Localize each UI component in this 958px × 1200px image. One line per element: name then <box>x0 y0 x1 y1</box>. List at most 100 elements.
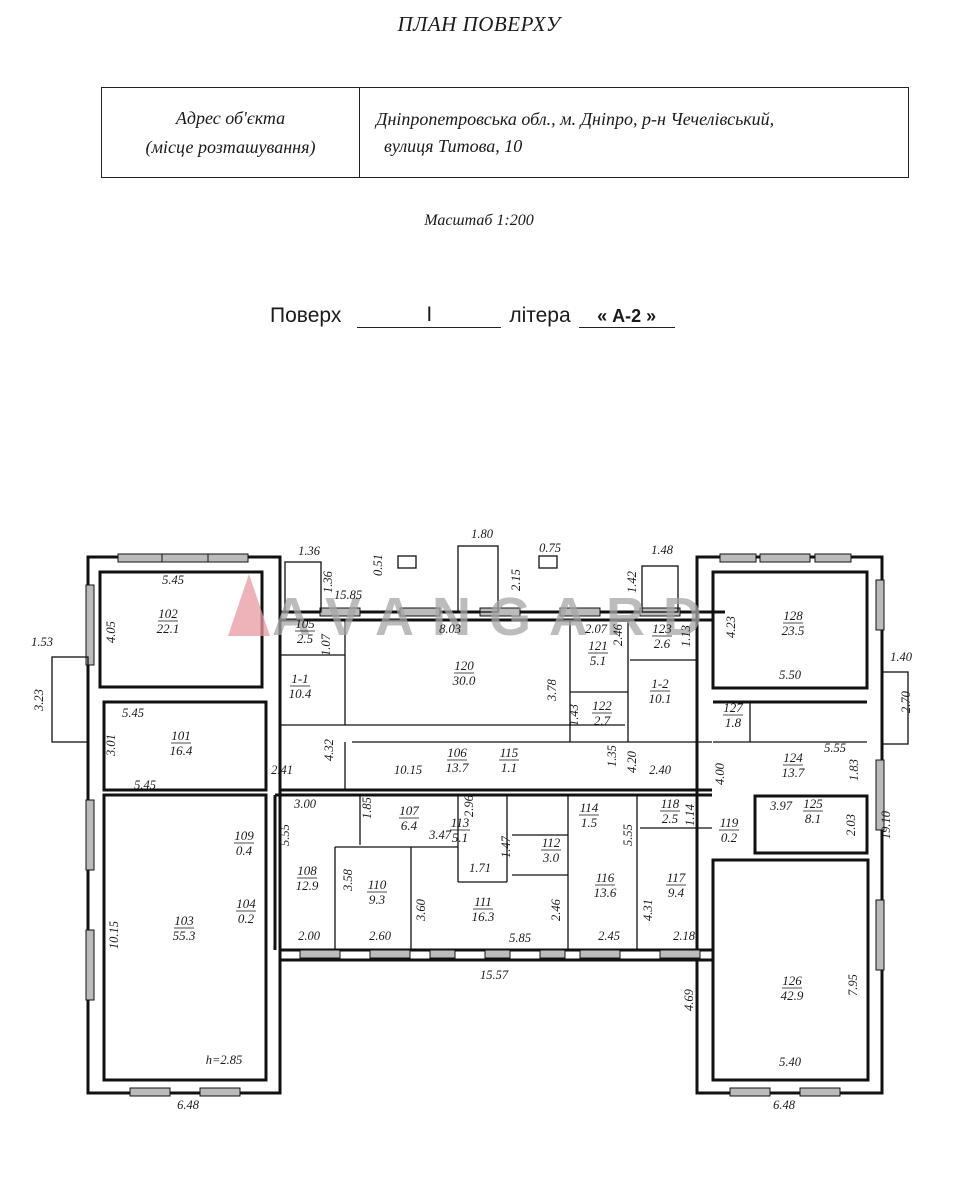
room-number: 110 <box>368 877 387 892</box>
room-number: 112 <box>542 835 561 850</box>
room-number: 119 <box>720 815 739 830</box>
room-number: 113 <box>451 815 470 830</box>
dimension-label: 1.43 <box>567 704 581 726</box>
dimension-label: 1.85 <box>360 797 374 819</box>
letter-label: літера <box>509 304 571 327</box>
address-label-cell: Адрес об'єкта (місце розташування) <box>102 88 360 177</box>
windows <box>85 553 885 1097</box>
dimension-label: 3.00 <box>293 797 317 811</box>
room-area: 10.4 <box>289 686 312 701</box>
room-label: 1-210.1 <box>649 676 672 706</box>
walls <box>86 555 884 1095</box>
dimension-label: 10.15 <box>107 921 121 949</box>
dimension-label: 4.05 <box>104 621 118 643</box>
porches <box>51 545 909 745</box>
dimension-label: 1.36 <box>298 544 321 558</box>
dimension-label: 0.75 <box>539 541 561 555</box>
dimension-label: 6.48 <box>773 1098 796 1112</box>
room-number: 108 <box>297 863 317 878</box>
room-area: 1.8 <box>725 715 742 730</box>
floor-label: Поверх <box>270 304 342 327</box>
dimension-label: 5.40 <box>779 1055 802 1069</box>
room-area: 12.9 <box>296 878 319 893</box>
dimension-label: 5.85 <box>509 931 531 945</box>
room-number: 117 <box>667 870 686 885</box>
dimension-label: 15.57 <box>480 968 509 982</box>
dimension-label: 5.45 <box>134 778 156 792</box>
address-value-cell: Дніпропетровська обл., м. Дніпро, р-н Че… <box>360 88 908 177</box>
room-number: 127 <box>723 700 743 715</box>
room-number: 128 <box>783 608 803 623</box>
dimension-label: 1.36 <box>321 570 335 593</box>
room-number: 101 <box>171 728 191 743</box>
dimension-label: 5.55 <box>824 741 846 755</box>
dimension-label: 1.80 <box>471 527 494 541</box>
room-area: 8.1 <box>805 811 821 826</box>
dimension-label: 10.15 <box>394 763 422 777</box>
dimension-label: h=2.85 <box>206 1053 243 1067</box>
dimension-label: 3.01 <box>104 734 118 757</box>
room-number: 120 <box>454 658 474 673</box>
room-number: 124 <box>783 750 803 765</box>
room-number: 104 <box>236 896 256 911</box>
room-area: 2.6 <box>654 636 671 651</box>
dimension-label: 2.45 <box>598 929 620 943</box>
dimension-label: 4.32 <box>322 739 336 761</box>
dimension-label: 2.07 <box>585 622 608 636</box>
letter-value: « А-2 » <box>578 306 675 328</box>
room-area: 0.2 <box>721 830 738 845</box>
address-label: Адрес об'єкта <box>175 107 286 128</box>
room-number: 102 <box>158 606 178 621</box>
room-number: 116 <box>596 870 615 885</box>
dimension-label: 2.70 <box>899 690 913 713</box>
dimension-label: 1.13 <box>679 625 693 647</box>
dimension-label: 2.60 <box>369 929 392 943</box>
room-area: 1.1 <box>501 760 517 775</box>
room-area: 10.1 <box>649 691 672 706</box>
dimension-label: 1.71 <box>469 861 491 875</box>
room-labels: 10222.110116.410355.31090.41040.21052.51… <box>157 606 824 1003</box>
room-area: 55.3 <box>173 928 196 943</box>
dimension-label: 5.45 <box>162 573 184 587</box>
room-number: 118 <box>661 796 680 811</box>
address-line-2: вулиця Титова, 10 <box>384 135 523 156</box>
dimension-label: 6.48 <box>177 1098 200 1112</box>
dimension-label: 4.31 <box>641 899 655 921</box>
dimension-label: 3.97 <box>769 799 793 813</box>
room-area: 13.6 <box>594 885 617 900</box>
dimension-label: 2.46 <box>611 623 625 646</box>
dimension-label: 5.50 <box>779 668 802 682</box>
room-number: 122 <box>592 698 612 713</box>
room-area: 16.3 <box>472 909 495 924</box>
room-number: 1-2 <box>651 676 669 691</box>
room-number: 105 <box>295 616 315 631</box>
dimension-label: 3.60 <box>414 898 428 922</box>
dimension-label: 2.96 <box>462 794 476 817</box>
room-area: 42.9 <box>781 988 804 1003</box>
room-number: 107 <box>399 803 419 818</box>
room-area: 13.7 <box>782 765 805 780</box>
dimension-label: 4.00 <box>713 762 727 785</box>
dimension-label: 4.23 <box>724 616 738 638</box>
dimension-label: 1.83 <box>847 759 861 781</box>
room-number: 126 <box>782 973 802 988</box>
room-area: 2.5 <box>662 811 679 826</box>
dimension-label: 1.07 <box>319 633 333 656</box>
dimension-label: 7.95 <box>846 974 860 996</box>
